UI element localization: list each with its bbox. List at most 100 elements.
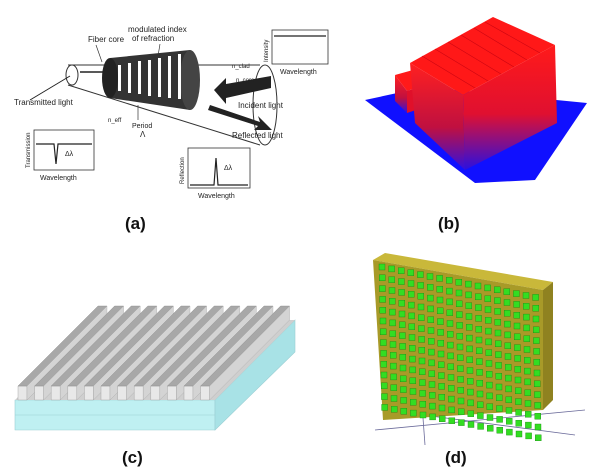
pillar — [381, 404, 388, 411]
ridge-front — [183, 385, 194, 401]
pillar — [505, 374, 512, 382]
pillar — [505, 385, 512, 393]
pillar — [466, 356, 474, 363]
pillar — [495, 394, 503, 402]
pillar — [475, 315, 482, 322]
pillar — [484, 306, 492, 313]
pillar — [466, 334, 473, 342]
pillar — [513, 301, 520, 308]
ridge-front — [67, 385, 78, 401]
substrate-side — [214, 319, 296, 431]
pillar — [486, 392, 493, 400]
pillar — [446, 309, 454, 316]
label-modulated-index-1: modulated index — [128, 25, 187, 34]
pillar — [409, 345, 416, 352]
pillar — [485, 327, 492, 335]
pillar — [388, 265, 395, 273]
pillar — [428, 338, 435, 345]
pillar — [532, 294, 539, 301]
pillar — [408, 312, 415, 320]
pillar — [445, 277, 453, 284]
pillar — [534, 391, 541, 398]
pillar — [476, 369, 483, 376]
pillar — [467, 399, 474, 407]
pillar — [503, 299, 511, 306]
incident-light-arrow — [214, 76, 271, 104]
pillar — [503, 288, 511, 295]
pillar — [391, 406, 398, 413]
pillar — [534, 402, 541, 409]
pillar — [407, 280, 415, 287]
pillar — [467, 421, 475, 428]
pillar — [417, 303, 425, 311]
pillar — [426, 273, 434, 280]
fiber-end-left — [65, 64, 79, 86]
pillar — [514, 355, 521, 362]
pillar — [495, 383, 503, 391]
pillar — [398, 289, 405, 296]
pillar — [389, 330, 396, 337]
pillar — [486, 381, 493, 389]
label-reflection-x: Wavelength — [198, 193, 235, 200]
pillar — [407, 269, 414, 276]
pillar — [427, 305, 434, 313]
pillar — [409, 355, 416, 363]
pillar — [437, 361, 445, 369]
pillar — [505, 418, 513, 425]
pillar — [379, 307, 387, 314]
label-intensity-x: Wavelength — [280, 69, 317, 76]
pillar — [494, 308, 501, 315]
pillar — [475, 304, 482, 311]
label-intensity-axis: Intensity — [264, 40, 270, 62]
grating-ridges — [17, 305, 291, 401]
pillar — [504, 342, 512, 349]
pillar — [456, 311, 463, 318]
pillar — [525, 432, 532, 440]
label-modulated-index-2: of refraction — [132, 34, 174, 43]
ridge-front — [34, 385, 44, 401]
label-transmitted-light: Transmitted light — [14, 98, 74, 107]
pillar — [379, 285, 386, 292]
ridge-front — [200, 385, 210, 401]
pillar — [486, 425, 494, 432]
label-n-eff: n_eff — [108, 118, 122, 124]
pillar — [523, 346, 531, 353]
pillar — [390, 395, 398, 402]
pillar — [400, 407, 407, 415]
pillar — [456, 332, 464, 340]
pillar — [390, 373, 397, 381]
pillar — [417, 293, 424, 300]
caption-d: (d) — [445, 448, 467, 467]
pillar — [446, 320, 454, 327]
pillar — [428, 381, 436, 388]
wall-side — [543, 282, 553, 410]
pillar — [522, 303, 530, 310]
pillar — [436, 296, 444, 304]
pillar — [390, 362, 397, 370]
pillar — [466, 345, 473, 353]
pillar — [380, 339, 387, 346]
arrow-head-icon — [107, 67, 116, 77]
caption-b: (b) — [438, 214, 460, 233]
pillar — [457, 397, 465, 405]
pillar — [447, 385, 455, 392]
pillar — [379, 328, 387, 336]
pillar — [399, 321, 406, 329]
fiber-outline-bottom — [67, 84, 261, 146]
pillar — [534, 434, 542, 442]
pillar — [513, 322, 521, 330]
pillar — [475, 325, 483, 333]
pillar — [437, 329, 444, 336]
panel-c-surface-grating — [14, 305, 296, 431]
pillar — [398, 300, 405, 307]
pillar — [495, 362, 502, 369]
inset-reflection: Δλ Wavelength Reflection — [180, 147, 251, 200]
label-n-clad: n_clad — [232, 64, 250, 70]
caption-a: (a) — [125, 214, 146, 233]
pillar — [485, 338, 492, 346]
pillar — [408, 334, 416, 341]
pillar — [389, 298, 396, 305]
pillar — [427, 294, 434, 302]
pillar — [381, 393, 388, 400]
pillar — [438, 404, 446, 412]
